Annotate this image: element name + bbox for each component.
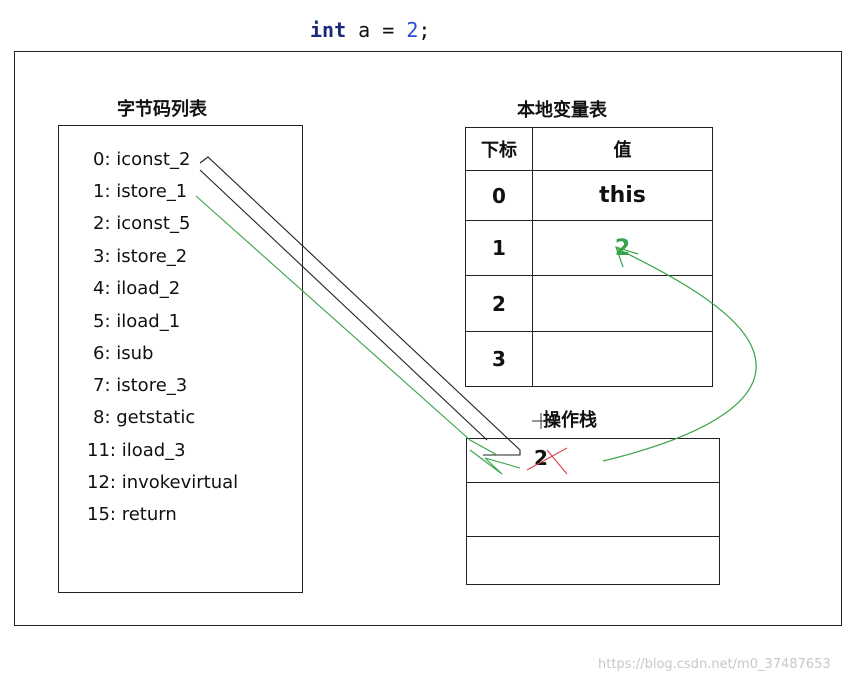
locals-value-cell xyxy=(532,331,713,387)
bytecode-line: 0: iconst_2 xyxy=(93,149,191,170)
bytecode-line: 5: iload_1 xyxy=(93,311,181,332)
locals-value-cell: this xyxy=(532,170,713,221)
code-end: ; xyxy=(418,18,431,42)
store-arrow-green xyxy=(195,195,498,456)
stack-slot xyxy=(467,536,719,584)
diagram-frame xyxy=(14,51,842,626)
bytecode-line: 8: getstatic xyxy=(93,407,196,428)
locals-header-index: 下标 xyxy=(465,127,533,171)
red-cross-mark xyxy=(526,447,568,475)
bytecode-line: 7: istore_3 xyxy=(93,375,188,396)
code-keyword: int xyxy=(310,18,347,42)
bytecode-line: 11: iload_3 xyxy=(87,440,186,461)
push-arrow-black xyxy=(199,156,521,456)
stack-title: 操作栈 xyxy=(543,410,597,431)
bytecode-line: 2: iconst_5 xyxy=(93,213,191,234)
cursor-icon xyxy=(532,413,550,429)
operand-stack-box xyxy=(466,438,720,585)
locals-header-value: 值 xyxy=(532,127,713,171)
store-curve-green xyxy=(602,247,757,462)
store-curve-arrowhead xyxy=(615,246,639,268)
bytecode-line: 3: istore_2 xyxy=(93,246,188,267)
bytecode-title: 字节码列表 xyxy=(117,99,207,120)
store-arrow-green-head xyxy=(469,449,521,475)
bytecode-line: 12: invokevirtual xyxy=(87,472,239,493)
locals-index-cell: 2 xyxy=(465,275,533,332)
code-value: 2 xyxy=(406,18,419,42)
bytecode-line: 6: isub xyxy=(93,343,154,364)
locals-index-cell: 3 xyxy=(465,331,533,387)
bytecode-line: 15: return xyxy=(87,504,177,525)
locals-value-cell xyxy=(532,275,713,332)
bytecode-line: 1: istore_1 xyxy=(93,181,188,202)
locals-index-cell: 1 xyxy=(465,220,533,276)
watermark-text: https://blog.csdn.net/m0_37487653 xyxy=(598,657,831,672)
code-line: int a = 2; xyxy=(310,17,430,43)
stack-slot xyxy=(467,482,719,536)
push-arrow-black-outline xyxy=(199,169,488,441)
bytecode-line: 4: iload_2 xyxy=(93,278,181,299)
code-rest: a = xyxy=(346,18,407,42)
bytecode-list-box xyxy=(58,125,303,593)
locals-index-cell: 0 xyxy=(465,170,533,221)
locals-title: 本地变量表 xyxy=(517,100,607,121)
